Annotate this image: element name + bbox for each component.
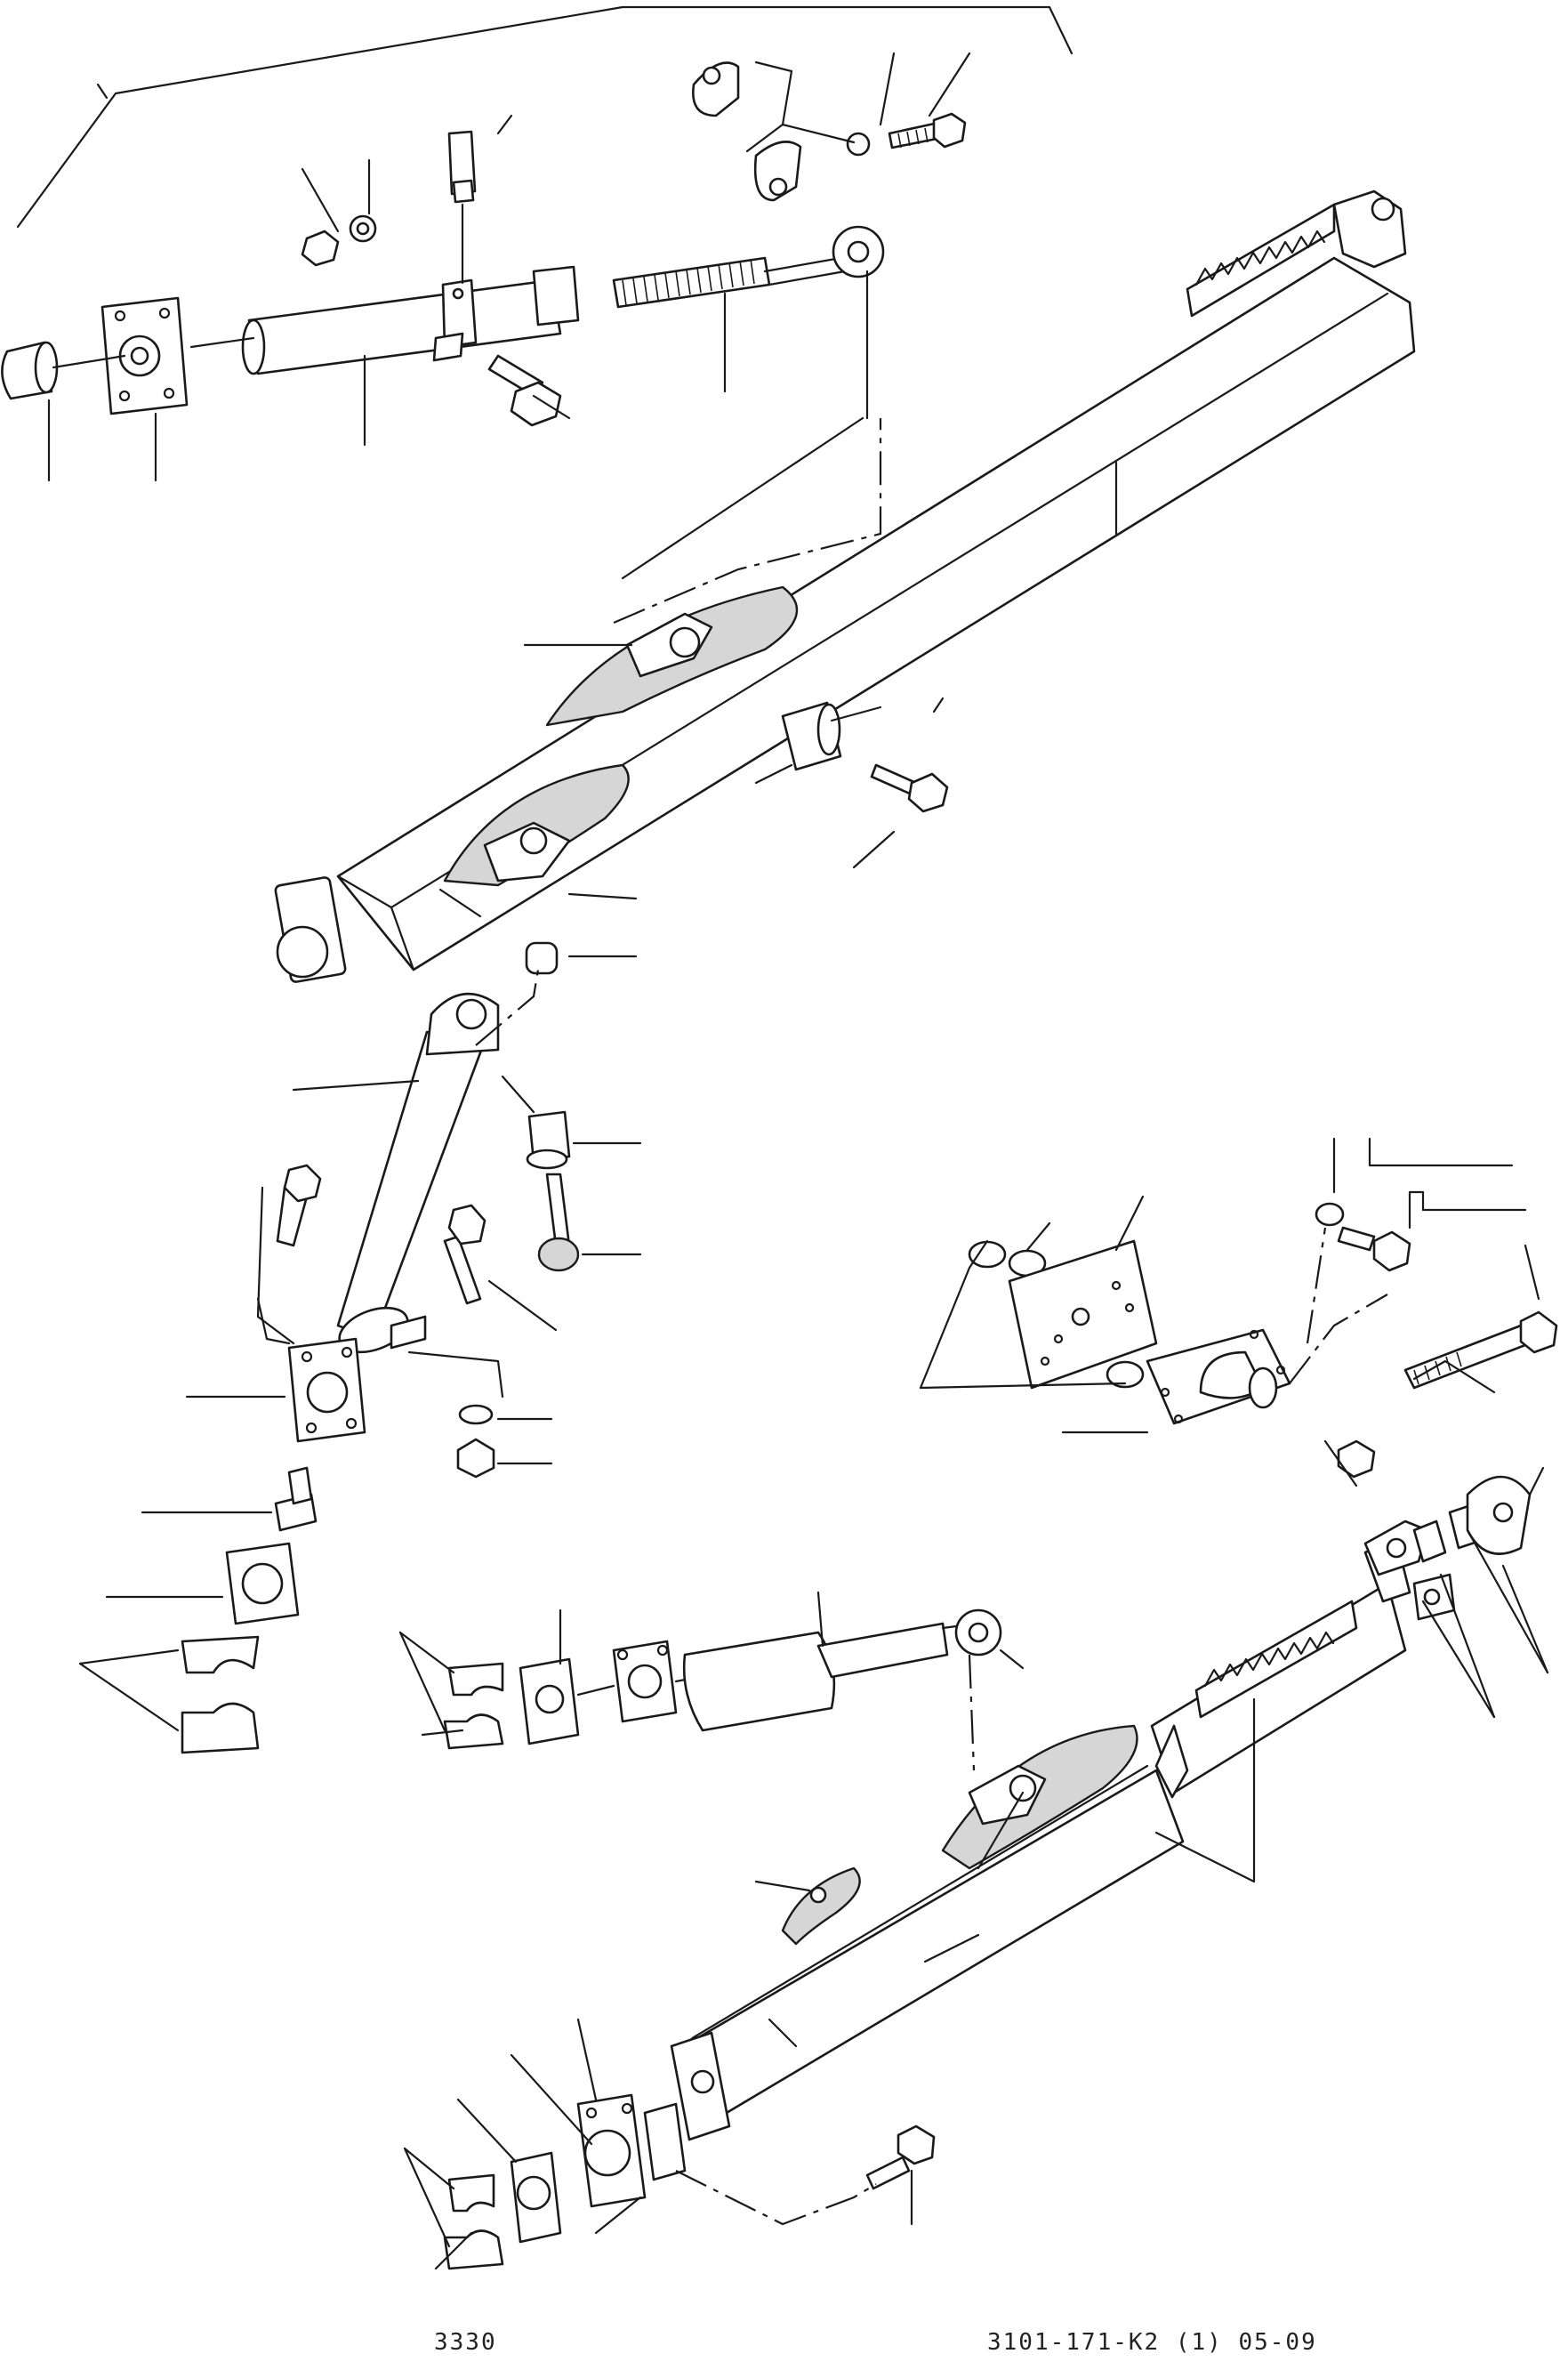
upper-cylinder	[243, 132, 883, 374]
upper-flange	[2, 298, 253, 414]
footer-left-code: 3330	[434, 2329, 497, 2356]
lower-beam	[671, 1539, 1410, 2140]
upper-leader-lines	[49, 53, 1116, 899]
lower-left-hardware	[405, 1699, 1254, 2269]
middle-cylinder	[80, 943, 640, 1753]
upper-beam	[275, 191, 1414, 983]
footer-right-code: 3101-171-K2 (1) 05-09	[987, 2329, 1317, 2356]
lower-right-hardware	[921, 1139, 1556, 1717]
upper-hardware	[302, 63, 965, 426]
group-bracket-lines	[18, 7, 1072, 227]
lower-cylinder	[400, 1592, 1023, 1770]
upper-pin-bolt	[614, 418, 947, 867]
